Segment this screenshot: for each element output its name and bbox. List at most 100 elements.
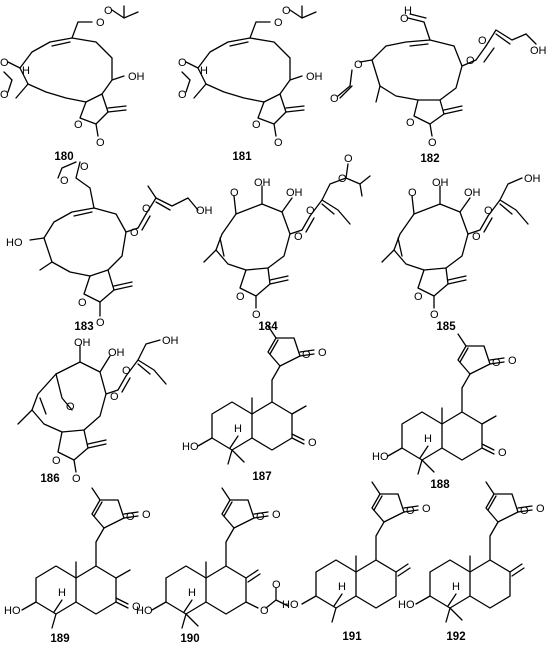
atom-ho: HO xyxy=(4,605,21,617)
atom-oh: OH xyxy=(530,45,547,57)
atom-o: O xyxy=(236,291,245,303)
atom-o: O xyxy=(256,511,265,523)
atom-o: O xyxy=(178,57,187,69)
atom-o: O xyxy=(478,35,487,47)
atom-ho: HO xyxy=(398,599,415,611)
atom-o: O xyxy=(78,297,87,309)
atom-h: H xyxy=(58,587,66,599)
atom-o: O xyxy=(508,355,517,367)
atom-o: O xyxy=(318,347,327,359)
atom-o: O xyxy=(428,137,437,149)
atom-o: O xyxy=(282,5,291,17)
atom-ho: HO xyxy=(282,599,299,611)
compound-label: 192 xyxy=(446,631,465,643)
atom-o: O xyxy=(408,187,417,199)
compound-label: 191 xyxy=(342,631,362,643)
atom-o: O xyxy=(66,401,75,413)
atom-ho: HO xyxy=(136,605,153,617)
atom-o: O xyxy=(536,503,545,515)
atom-o: O xyxy=(338,173,347,185)
atom-o: O xyxy=(498,447,507,459)
structure-189: HO O O O H 189 xyxy=(4,487,151,645)
atom-ho: HO xyxy=(372,451,389,463)
atom-o: O xyxy=(484,205,493,217)
atom-o: O xyxy=(132,601,141,613)
compound-label: 183 xyxy=(74,321,93,333)
atom-o: O xyxy=(272,579,281,591)
atom-oh: OH xyxy=(432,177,449,189)
atom-oh: OH xyxy=(108,347,125,359)
atom-o: O xyxy=(96,317,105,329)
compound-label: 189 xyxy=(50,633,69,645)
atom-oh: OH xyxy=(464,187,481,199)
atom-o: O xyxy=(406,117,415,129)
structure-192: HO O O H 192 xyxy=(398,481,545,643)
atom-o: O xyxy=(520,505,529,517)
atom-o: O xyxy=(406,505,415,517)
atom-h: H xyxy=(404,5,412,17)
atom-o: O xyxy=(130,227,139,239)
atom-oh: OH xyxy=(286,187,303,199)
atom-o: O xyxy=(422,503,431,515)
atom-o: O xyxy=(260,605,269,617)
compound-label: 186 xyxy=(40,473,59,485)
atom-oh: OH xyxy=(196,205,213,217)
atom-ho: HO xyxy=(182,441,199,453)
atom-o: O xyxy=(274,137,283,149)
atom-o: O xyxy=(414,291,423,303)
atom-o: O xyxy=(110,391,119,403)
atom-o: O xyxy=(126,511,135,523)
atom-o: O xyxy=(72,473,81,485)
atom-h: H xyxy=(22,65,30,77)
atom-o: O xyxy=(294,231,303,243)
atom-oh: OH xyxy=(74,337,91,349)
atom-o: O xyxy=(344,153,353,165)
structure-188: HO O O O H 188 xyxy=(372,333,517,491)
structure-185: O OH OH O O OH O O 185 xyxy=(381,173,541,333)
atom-o: O xyxy=(274,17,283,29)
atom-h: H xyxy=(188,587,196,599)
atom-h: H xyxy=(338,581,346,593)
atom-o: O xyxy=(96,137,105,149)
atom-o: O xyxy=(308,437,317,449)
structure-184: O OH OH O O O O O O 184 xyxy=(203,153,371,333)
atom-h: H xyxy=(424,433,432,445)
structure-183: O O HO O O OH O O 183 xyxy=(6,161,213,333)
atom-oh: OH xyxy=(254,177,271,189)
structure-181: O O O O OH O O H 181 xyxy=(178,5,323,163)
structure-182: H O O O O O OH O O 182 xyxy=(330,5,547,165)
compound-label: 185 xyxy=(436,321,456,333)
atom-h: H xyxy=(200,65,208,77)
compound-label: 188 xyxy=(430,479,450,491)
atom-o: O xyxy=(80,161,89,173)
atom-o: O xyxy=(252,309,261,321)
structure-191: HO O O H 191 xyxy=(282,481,431,643)
atom-h: H xyxy=(452,581,460,593)
atom-o: O xyxy=(330,93,339,105)
atom-o: O xyxy=(178,89,187,101)
atom-o: O xyxy=(142,509,151,521)
compound-label: 182 xyxy=(420,153,439,165)
atom-o: O xyxy=(466,55,475,67)
atom-oh: OH xyxy=(128,71,145,83)
atom-ho: HO xyxy=(6,237,23,249)
atom-o: O xyxy=(400,13,409,25)
compound-label: 187 xyxy=(252,471,271,483)
atom-h: H xyxy=(234,423,242,435)
atom-oh: OH xyxy=(162,335,179,347)
atom-oh: OH xyxy=(524,173,541,185)
atom-o: O xyxy=(230,187,239,199)
atom-o: O xyxy=(302,349,311,361)
atom-o: O xyxy=(472,231,481,243)
atom-o: O xyxy=(252,119,261,131)
structure-190: HO O O O O H 190 xyxy=(136,487,289,645)
atom-o: O xyxy=(354,59,363,71)
atom-o: O xyxy=(52,455,61,467)
atom-o: O xyxy=(104,5,113,17)
atom-o: O xyxy=(142,203,151,215)
atom-o: O xyxy=(272,509,281,521)
atom-o: O xyxy=(96,17,105,29)
atom-o: O xyxy=(0,89,9,101)
atom-o: O xyxy=(122,365,131,377)
